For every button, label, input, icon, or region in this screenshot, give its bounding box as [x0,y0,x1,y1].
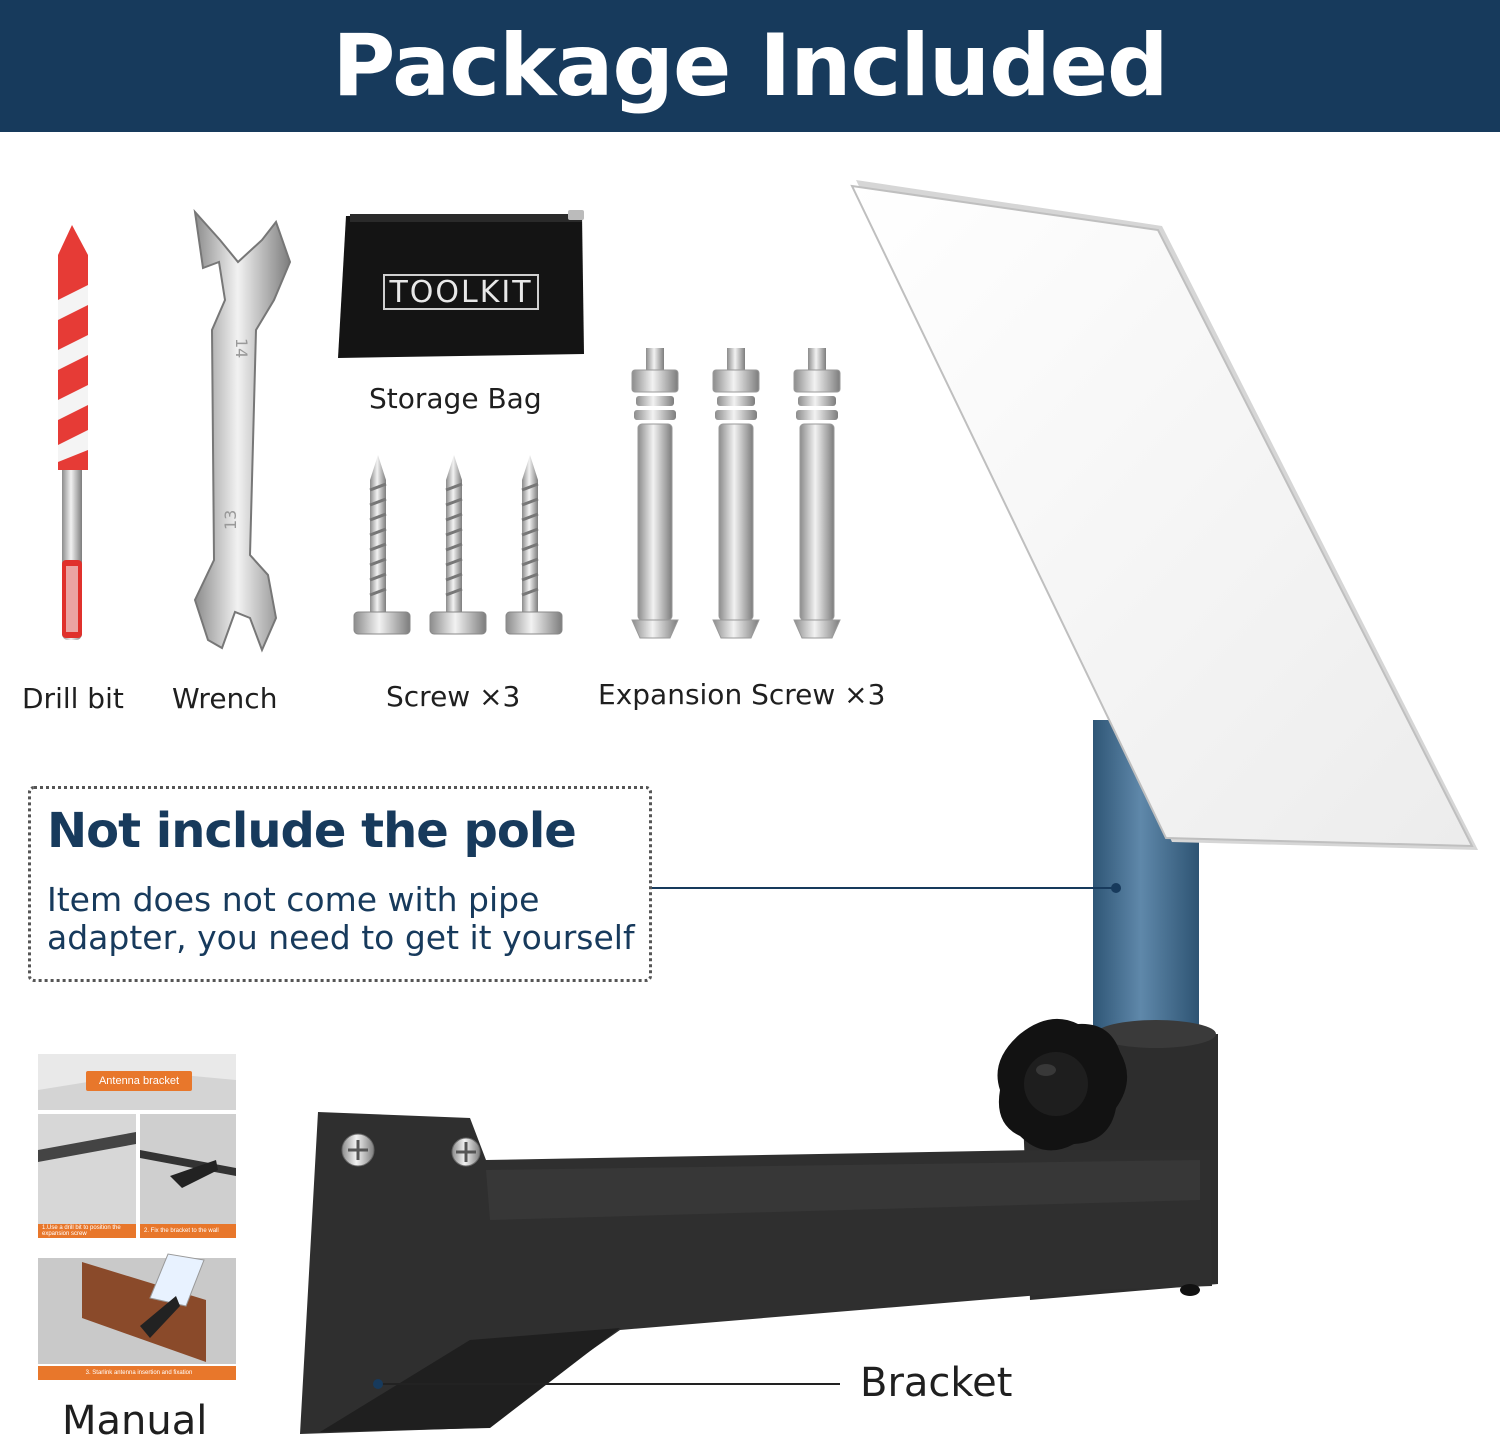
drill-bit-label: Drill bit [22,682,124,715]
pole-note-body: Item does not come with pipe adapter, yo… [47,880,635,957]
pole-note-title: Not include the pole [47,803,577,859]
satellite-dish-icon [850,180,1478,850]
knob-icon [997,1018,1128,1151]
bracket-callout-line [373,1379,840,1389]
toolkit-bag-label: TOOLKIT [383,274,539,310]
wrench-icon: 14 13 [193,208,292,653]
storage-bag-label: Storage Bag [369,382,542,415]
wrench-label: Wrench [172,682,278,715]
screw-label: Screw ×3 [386,680,521,713]
header-banner: Package Included [0,0,1500,132]
pole-callout-line [652,883,1121,893]
manual-step-1: 1.Use a drill bit to position the expans… [38,1224,136,1238]
pole-note-box: Not include the pole Item does not come … [28,786,652,982]
wrench-size-top: 14 [232,338,251,358]
wall-bracket-icon [300,1020,1218,1434]
expansion-screw-icon [631,348,841,639]
manual-label: Manual [62,1398,208,1444]
manual-tag: Antenna bracket [86,1071,192,1091]
wrench-size-bottom: 13 [221,510,240,530]
toolkit-bag-icon [338,210,584,358]
bracket-label: Bracket [860,1360,1013,1406]
page-title: Package Included [332,16,1168,116]
expansion-screw-label: Expansion Screw ×3 [598,678,886,711]
manual-step-3: 3. Starlink antenna insertion and fixati… [38,1366,236,1380]
drill-bit-icon [58,225,88,640]
manual-preview [38,1054,236,1364]
manual-step-2: 2. Fix the bracket to the wall [140,1224,236,1238]
screw-icon [353,455,563,635]
